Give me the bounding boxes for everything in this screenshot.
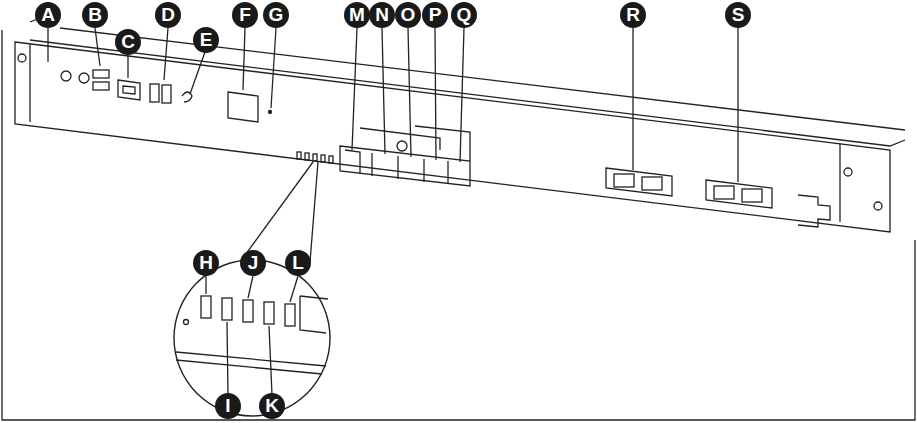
callout-letter: M [344, 2, 370, 28]
callout-letter: H [193, 250, 219, 276]
callout-letter: F [232, 2, 258, 28]
callout-letter: C [115, 29, 141, 55]
callout-letter: B [82, 2, 108, 28]
callout-letter: J [240, 250, 266, 276]
callout-letter: P [422, 2, 448, 28]
callout-letter: S [725, 2, 751, 28]
callout-letter: G [263, 2, 289, 28]
callout-letter: O [395, 2, 421, 28]
callout-letter: Q [451, 2, 477, 28]
callout-letter: I [215, 393, 241, 419]
callout-letter: K [259, 393, 285, 419]
callout-letter: E [193, 27, 219, 53]
callout-letter: N [369, 2, 395, 28]
callout-letter: L [285, 250, 311, 276]
callout-letter: A [35, 2, 61, 28]
callout-letter: R [620, 2, 646, 28]
callout-letter: D [155, 2, 181, 28]
